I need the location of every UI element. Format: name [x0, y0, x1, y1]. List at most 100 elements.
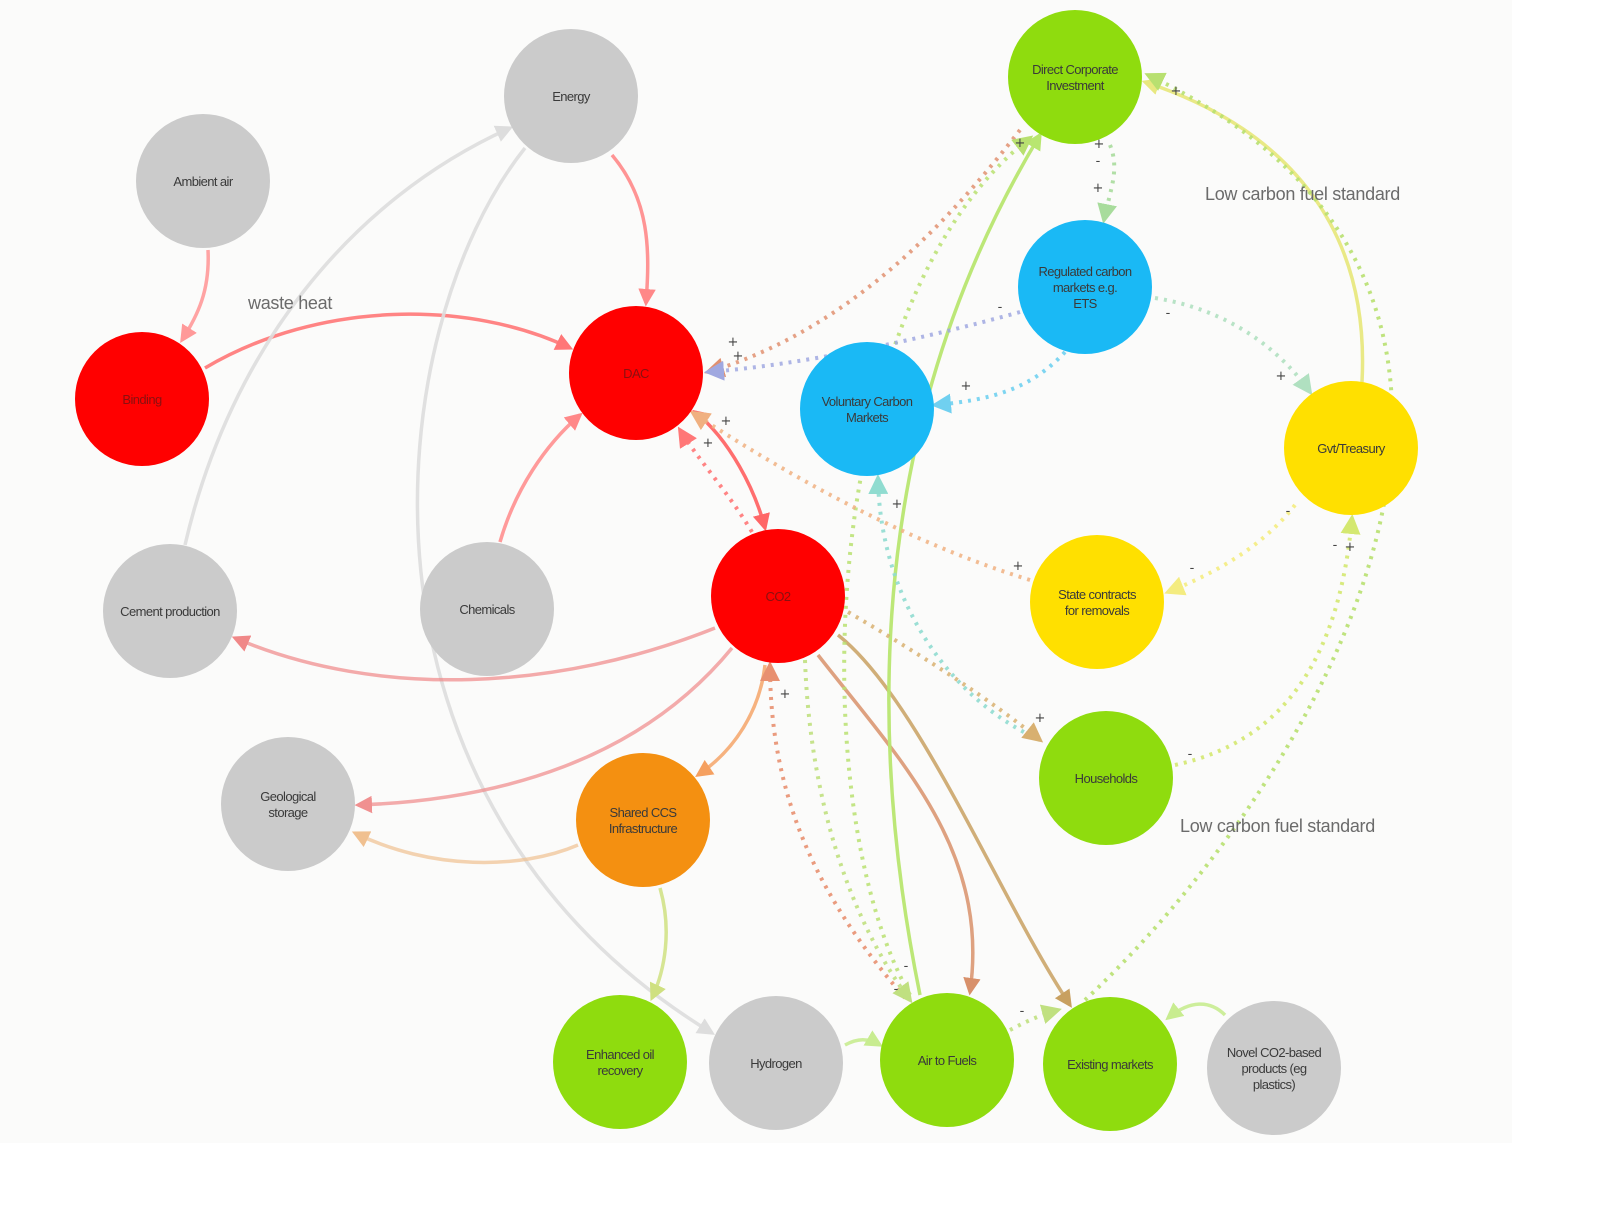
- polarity-sign: -: [894, 982, 899, 997]
- edge-novel-co2-products-to-existing-markets[interactable]: [1165, 1002, 1227, 1021]
- polarity-sign: +: [733, 349, 744, 364]
- edge-co2-to-cement-production[interactable]: [231, 626, 716, 682]
- node-circle[interactable]: [1018, 220, 1152, 354]
- edge-households-to-voluntary-carbon-markets[interactable]: [868, 474, 1041, 742]
- node-label: CO2: [766, 589, 791, 604]
- edge-co2-to-existing-markets[interactable]: [836, 633, 1072, 1008]
- polarity-sign: +: [1013, 559, 1024, 574]
- edge-co2-to-households[interactable]: [846, 610, 1044, 743]
- node-circle[interactable]: [75, 332, 209, 466]
- edge-co2-to-air-to-fuels[interactable]: [803, 659, 913, 1004]
- node-label: Geological: [260, 789, 316, 804]
- polarity-sign: +: [1094, 137, 1105, 152]
- polarity-sign: +: [703, 436, 714, 451]
- node-label: recovery: [597, 1063, 643, 1078]
- node-energy[interactable]: Energy: [504, 29, 638, 163]
- node-label: Markets: [846, 410, 889, 425]
- edge-air-to-fuels-to-co2[interactable]: [760, 661, 907, 1000]
- node-label: Households: [1075, 771, 1139, 786]
- node-label: Hydrogen: [750, 1056, 802, 1071]
- node-circle[interactable]: [709, 996, 843, 1130]
- node-circle[interactable]: [1207, 1001, 1341, 1135]
- edge-gvt-treasury-to-state-contracts[interactable]: [1164, 503, 1297, 596]
- edge-energy-to-hydrogen[interactable]: [415, 146, 715, 1035]
- node-co2[interactable]: CO2: [711, 529, 845, 663]
- node-existing-markets[interactable]: Existing markets: [1043, 997, 1177, 1131]
- edge-air-to-fuels-to-direct-corporate-investment[interactable]: [887, 132, 1042, 996]
- polarity-sign: +: [961, 379, 972, 394]
- edge-binding-to-dac[interactable]: [204, 312, 574, 370]
- edge-label-waste-heat: waste heat: [247, 293, 332, 313]
- edge-ambient-air-to-binding[interactable]: [180, 249, 210, 343]
- node-air-to-fuels[interactable]: Air to Fuels: [880, 993, 1014, 1127]
- edge-co2-to-shared-ccs[interactable]: [695, 664, 767, 777]
- edge-cement-production-to-energy[interactable]: [183, 125, 514, 546]
- node-hydrogen[interactable]: Hydrogen: [709, 996, 843, 1130]
- node-chemicals[interactable]: Chemicals: [420, 542, 554, 676]
- edge-shared-ccs-to-geological-storage[interactable]: [351, 831, 579, 865]
- node-label: markets e.g.: [1053, 280, 1117, 295]
- node-circle[interactable]: [880, 993, 1014, 1127]
- node-dac[interactable]: DAC: [569, 306, 703, 440]
- node-circle[interactable]: [420, 542, 554, 676]
- node-label: Binding: [122, 392, 162, 407]
- node-label: Infrastructure: [609, 821, 678, 836]
- node-circle[interactable]: [569, 306, 703, 440]
- node-circle[interactable]: [103, 544, 237, 678]
- node-circle[interactable]: [1008, 10, 1142, 144]
- node-label: plastics): [1253, 1077, 1296, 1092]
- node-circle[interactable]: [1030, 535, 1164, 669]
- node-label: Voluntary Carbon: [822, 394, 913, 409]
- node-circle[interactable]: [221, 737, 355, 871]
- polarity-sign: +: [1035, 711, 1046, 726]
- edge-households-to-gvt-treasury[interactable]: [1174, 514, 1361, 767]
- edge-air-to-fuels-to-existing-markets[interactable]: [1009, 1004, 1062, 1032]
- edge-direct-corporate-investment-to-regulated-carbon-markets[interactable]: [1097, 144, 1117, 224]
- polarity-sign: -: [1166, 306, 1171, 321]
- edge-hydrogen-to-air-to-fuels[interactable]: [844, 1030, 884, 1047]
- node-circle[interactable]: [1039, 711, 1173, 845]
- node-label: for removals: [1065, 603, 1130, 618]
- edge-gvt-treasury-to-direct-corporate-investment[interactable]: [1141, 78, 1365, 383]
- polarity-sign: +: [1171, 84, 1182, 99]
- node-binding[interactable]: Binding: [75, 332, 209, 466]
- node-households[interactable]: Households: [1039, 711, 1173, 845]
- node-label: Air to Fuels: [918, 1053, 978, 1068]
- polarity-sign: -: [998, 300, 1003, 315]
- edge-air-to-fuels-to-direct-corporate-investment[interactable]: [842, 135, 1034, 996]
- edge-co2-to-air-to-fuels[interactable]: [816, 653, 981, 996]
- node-cement-production[interactable]: Cement production: [103, 544, 237, 678]
- node-circle[interactable]: [1284, 381, 1418, 515]
- node-circle[interactable]: [576, 753, 710, 887]
- polarity-sign: -: [1286, 504, 1291, 519]
- node-circle[interactable]: [1043, 997, 1177, 1131]
- edge-regulated-carbon-markets-to-gvt-treasury[interactable]: [1154, 296, 1313, 396]
- edge-regulated-carbon-markets-to-voluntary-carbon-markets[interactable]: [931, 350, 1067, 414]
- edge-co2-to-geological-storage[interactable]: [354, 646, 734, 814]
- edge-dac-to-co2[interactable]: [692, 409, 770, 532]
- node-ambient-air[interactable]: Ambient air: [136, 114, 270, 248]
- edge-co2-to-dac[interactable]: [677, 426, 754, 534]
- node-circle[interactable]: [553, 995, 687, 1129]
- node-circle[interactable]: [800, 342, 934, 476]
- node-circle[interactable]: [504, 29, 638, 163]
- polarity-sign: +: [728, 335, 739, 350]
- edge-shared-ccs-to-enhanced-oil-recovery[interactable]: [649, 887, 668, 1002]
- edge-state-contracts-to-dac[interactable]: [689, 410, 1031, 582]
- node-circle[interactable]: [711, 529, 845, 663]
- edge-existing-markets-to-direct-corporate-investment[interactable]: [1083, 72, 1395, 1002]
- node-label: Cement production: [120, 604, 220, 619]
- edge-energy-to-dac[interactable]: [610, 153, 656, 307]
- node-gvt-treasury[interactable]: Gvt/Treasury: [1284, 381, 1418, 515]
- edge-direct-corporate-investment-to-dac[interactable]: [704, 128, 1022, 378]
- edge-chemicals-to-dac[interactable]: [498, 412, 583, 543]
- node-circle[interactable]: [136, 114, 270, 248]
